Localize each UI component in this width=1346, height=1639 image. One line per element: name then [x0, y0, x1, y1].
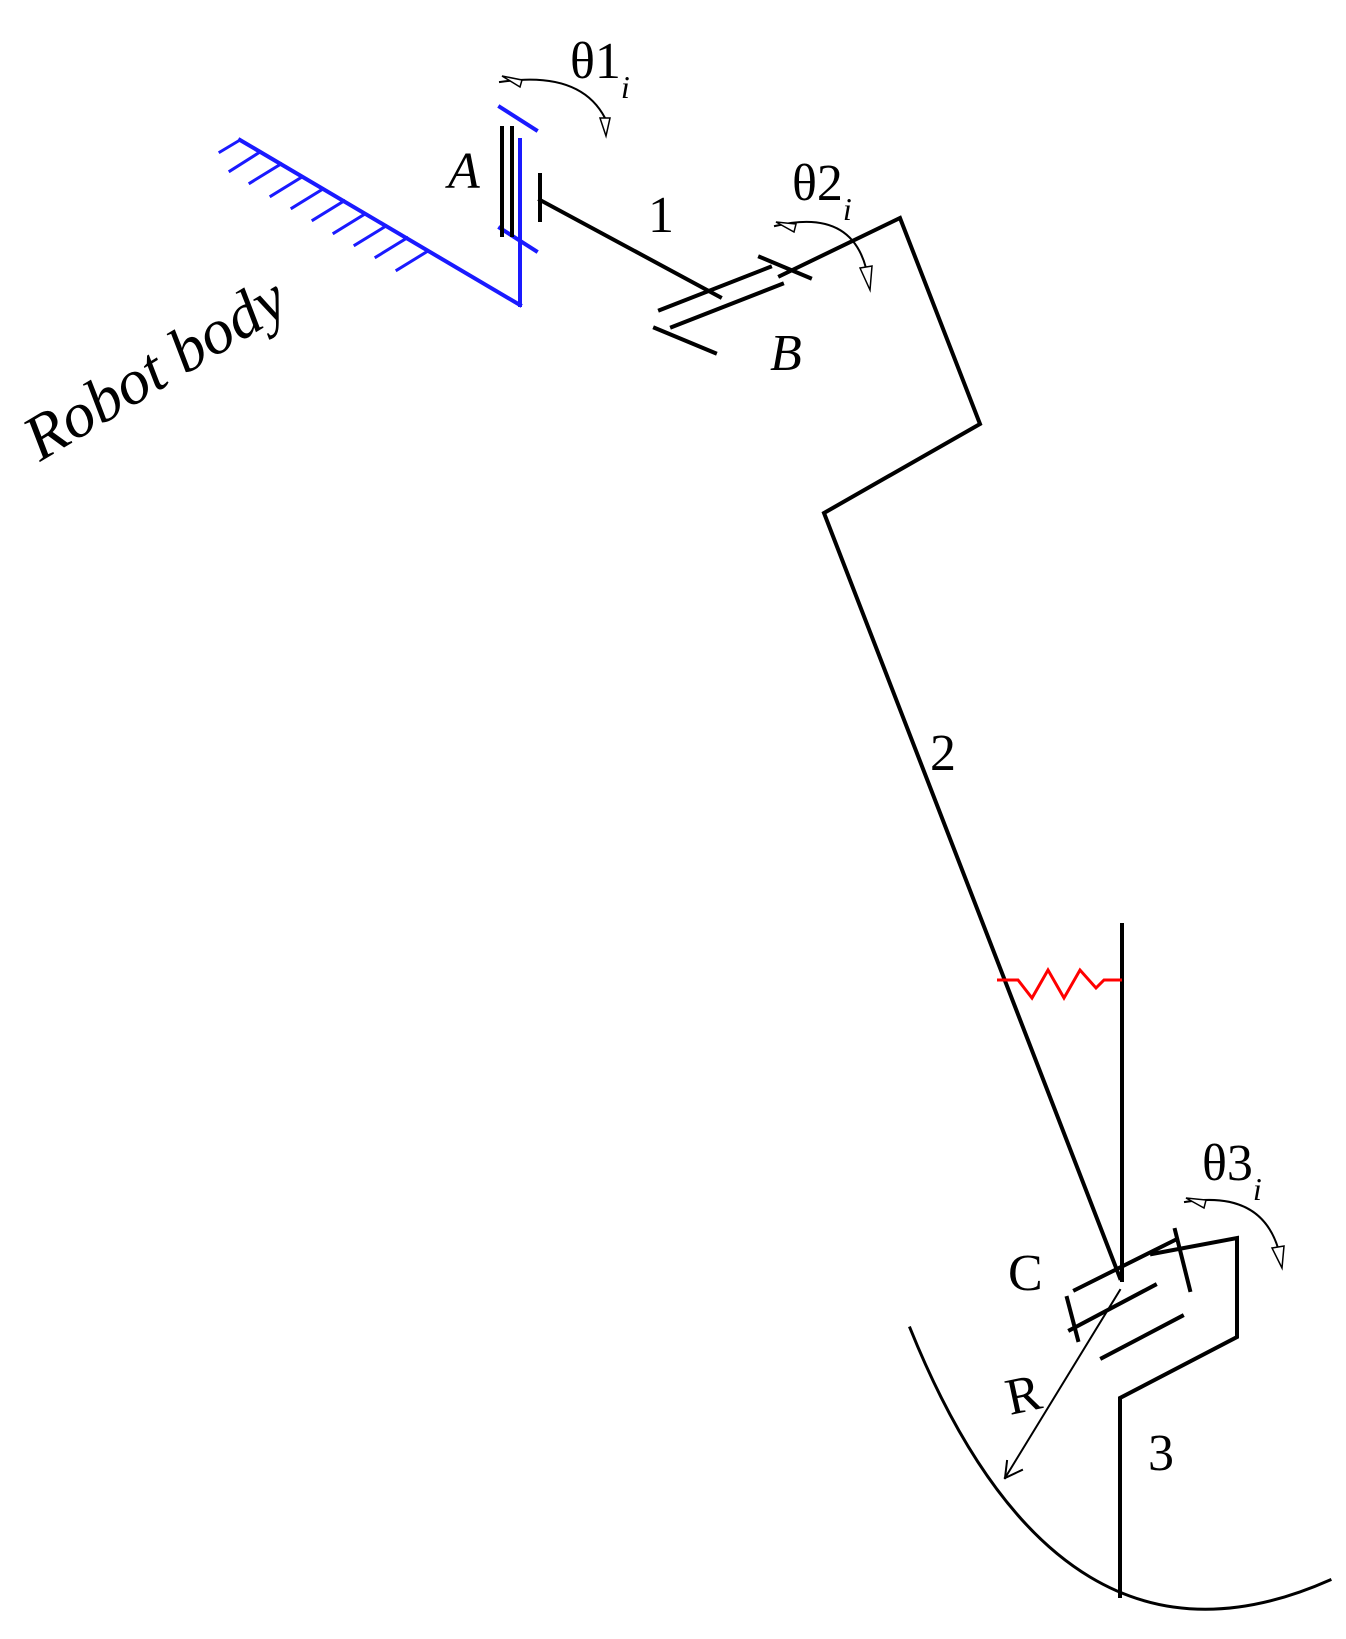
theta3-subscript: i — [1253, 1171, 1262, 1207]
joint-a-shaft — [500, 126, 542, 237]
link-3-label: 3 — [1148, 1425, 1174, 1482]
theta2-subscript: i — [843, 191, 852, 227]
robot-body-ground — [217, 104, 539, 308]
joint-c-label: C — [1008, 1245, 1043, 1302]
theta3-label: θ3i — [1202, 1135, 1262, 1207]
link-3 — [1118, 1235, 1239, 1598]
joint-b-label: B — [770, 325, 802, 382]
link-2-label: 2 — [930, 725, 956, 782]
theta3-main: θ3 — [1202, 1135, 1253, 1192]
joint-c — [1064, 1227, 1193, 1361]
link-1-label: 1 — [648, 187, 674, 244]
joint-a-label: A — [445, 143, 480, 200]
theta1-main: θ1 — [570, 33, 621, 90]
theta1-rotation-arrow — [498, 75, 611, 139]
link-1 — [537, 197, 723, 300]
radius-indicator — [1003, 1288, 1122, 1480]
link-2 — [777, 215, 1123, 1281]
theta2-label: θ2i — [792, 155, 852, 227]
theta2-rotation-arrow — [773, 220, 873, 293]
foot-arc — [908, 1326, 1332, 1611]
theta1-subscript: i — [621, 69, 630, 105]
ground-hatching — [217, 137, 431, 273]
radius-label: R — [1001, 1364, 1047, 1427]
joint-b — [652, 254, 813, 356]
theta1-label: θ1i — [570, 33, 630, 105]
robot-body-label: Robot body — [10, 262, 299, 475]
theta3-rotation-arrow — [1183, 1197, 1285, 1271]
joint-a-bearing — [497, 104, 539, 254]
theta2-main: θ2 — [792, 155, 843, 212]
spring — [997, 966, 1122, 1002]
